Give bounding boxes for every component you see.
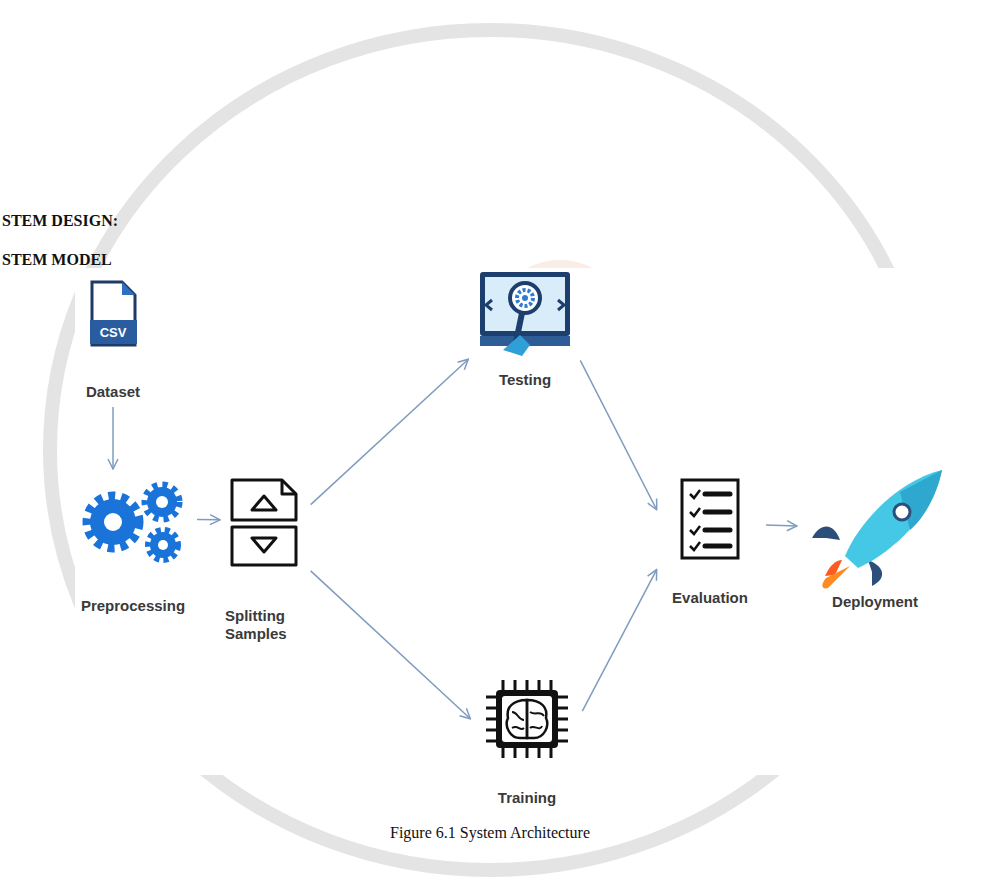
checklist-icon bbox=[682, 480, 738, 558]
gears-icon bbox=[87, 485, 179, 560]
rocket-icon bbox=[812, 470, 942, 588]
flow-arrow bbox=[766, 524, 797, 526]
split-icon bbox=[232, 480, 296, 565]
section-heading: STEM MODEL bbox=[2, 251, 112, 269]
flow-arrow bbox=[112, 407, 114, 469]
flow-arrow bbox=[197, 519, 220, 521]
flow-arrow bbox=[580, 360, 656, 509]
icon-node: Evaluation bbox=[659, 474, 761, 608]
chip-brain-icon bbox=[486, 680, 568, 758]
node-label: Deployment bbox=[802, 593, 948, 612]
flow-arrow bbox=[311, 571, 471, 719]
icon-node: Deployment bbox=[802, 464, 948, 612]
testing-icon bbox=[480, 272, 570, 356]
figure-caption: Figure 6.1 System Architecture bbox=[390, 824, 590, 842]
flow-arrow bbox=[582, 570, 656, 712]
flow-arrow bbox=[311, 359, 469, 504]
node-label: Splitting Samples bbox=[225, 607, 307, 645]
csv-file-icon bbox=[90, 282, 137, 345]
node-label: Evaluation bbox=[659, 589, 761, 608]
diagram-panel bbox=[75, 268, 950, 775]
icon-node: Preprocessing bbox=[74, 474, 192, 616]
file-type-label: CSV bbox=[100, 325, 127, 340]
node-label: Training bbox=[474, 789, 580, 808]
node-label: Preprocessing bbox=[74, 597, 192, 616]
icon-node: Testing bbox=[472, 268, 578, 390]
node-label: Testing bbox=[472, 371, 578, 390]
icon-node: Splitting Samples bbox=[225, 474, 307, 644]
node-label: Dataset bbox=[75, 383, 151, 402]
icon-node: Training bbox=[474, 676, 580, 808]
section-heading: STEM DESIGN: bbox=[2, 212, 118, 230]
